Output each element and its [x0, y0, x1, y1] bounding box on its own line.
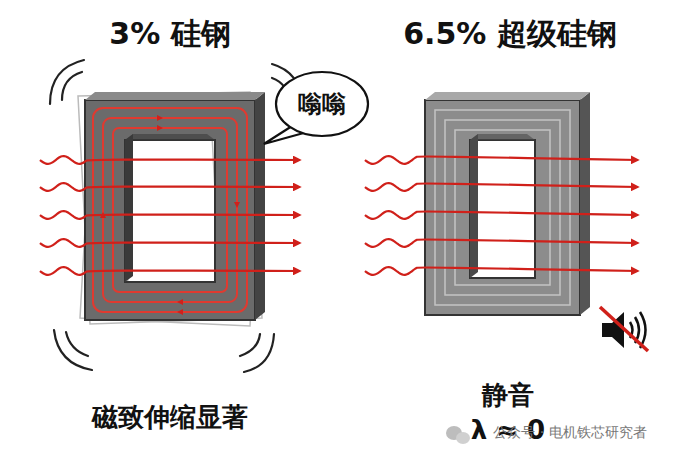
lamination-line	[455, 130, 550, 285]
bubble-seam	[296, 123, 307, 129]
flux-loops	[93, 108, 247, 312]
watermark: 公众号 · 电机铁芯研究者	[493, 424, 646, 442]
silicon-steel-core-right	[425, 92, 590, 315]
field-arrow	[40, 183, 300, 191]
field-arrow	[365, 156, 638, 164]
sound-text: 嗡嗡	[298, 88, 346, 120]
lamination-line	[435, 110, 570, 305]
field-arrow	[40, 239, 300, 247]
magnetic-field-arrows	[40, 156, 638, 275]
heading: 3% 硅钢	[109, 14, 230, 55]
silicon-steel-core-left	[85, 92, 265, 320]
heading: 6.5% 超级硅钢	[403, 14, 617, 55]
field-arrow	[40, 267, 300, 275]
field-arrow	[365, 267, 638, 275]
field-arrow	[40, 211, 300, 219]
lamination-lines	[435, 110, 570, 305]
mute-speaker-icon	[600, 307, 648, 351]
watermark-icon	[446, 426, 470, 444]
speech-bubble: 嗡嗡	[276, 72, 368, 136]
field-arrow	[365, 239, 638, 247]
caption: 磁致伸缩显著	[92, 400, 248, 435]
field-arrow	[365, 183, 638, 191]
field-arrow	[365, 211, 638, 219]
field-arrow	[40, 156, 300, 164]
vibration-ghost	[78, 92, 262, 326]
caption: 静音	[482, 378, 534, 413]
bubble-ellipse	[276, 72, 368, 136]
